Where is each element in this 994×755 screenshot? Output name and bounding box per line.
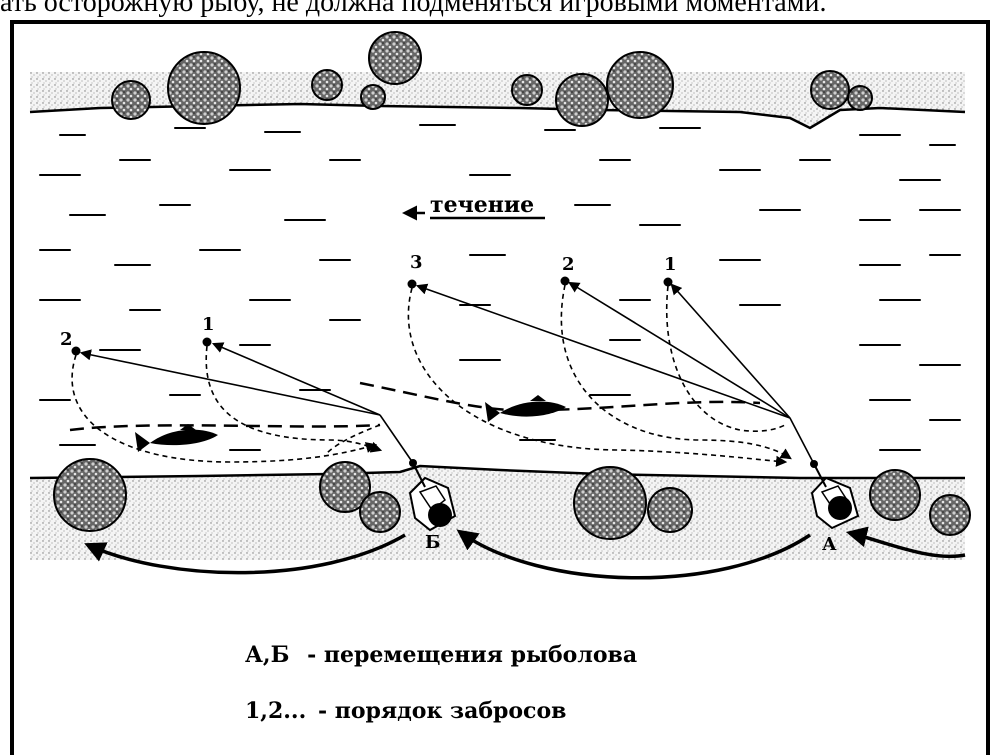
line-a-2 <box>570 283 790 418</box>
water-ripples <box>40 125 960 450</box>
casts-from-b <box>82 344 413 463</box>
cast-labels-b: 2 1 <box>60 314 215 350</box>
legend-key-casts: 1,2... <box>245 698 306 724</box>
cast-point-b-1 <box>203 338 212 347</box>
current-indicator: течение <box>405 192 545 218</box>
cast-point-a-1 <box>664 278 673 287</box>
cast-label-a-1: 1 <box>664 254 677 275</box>
legend-line-2: 1,2... - порядок забросов <box>245 698 566 724</box>
cast-point-a-3 <box>408 280 417 289</box>
cast-label-b-1: 1 <box>202 314 215 335</box>
position-a-label: А <box>822 534 837 555</box>
legend-text-casts: - порядок забросов <box>318 698 566 724</box>
fish-left <box>135 424 218 452</box>
cast-points-a <box>408 277 673 289</box>
cast-labels-a: 3 2 1 <box>410 252 677 275</box>
cast-label-a-2: 2 <box>562 254 575 275</box>
current-label: течение <box>430 192 534 218</box>
fish-paths <box>70 383 760 430</box>
cast-point-b-2 <box>72 347 81 356</box>
cast-label-b-2: 2 <box>60 329 73 350</box>
line-b-2 <box>82 353 380 415</box>
casts-from-a <box>418 283 814 464</box>
cast-label-a-3: 3 <box>410 252 423 273</box>
drift-paths-b <box>72 346 380 462</box>
cast-point-a-2 <box>561 277 570 286</box>
position-b-label: Б <box>425 532 440 553</box>
drift-paths-a <box>408 285 790 462</box>
legend-line-1: А,Б - перемещения рыболова <box>245 642 637 668</box>
legend-key-positions: А,Б <box>245 642 289 668</box>
legend-text-positions: - перемещения рыболова <box>307 642 637 668</box>
line-b-1 <box>214 344 380 415</box>
line-a-3 <box>418 286 790 418</box>
cast-points-b <box>72 338 212 356</box>
